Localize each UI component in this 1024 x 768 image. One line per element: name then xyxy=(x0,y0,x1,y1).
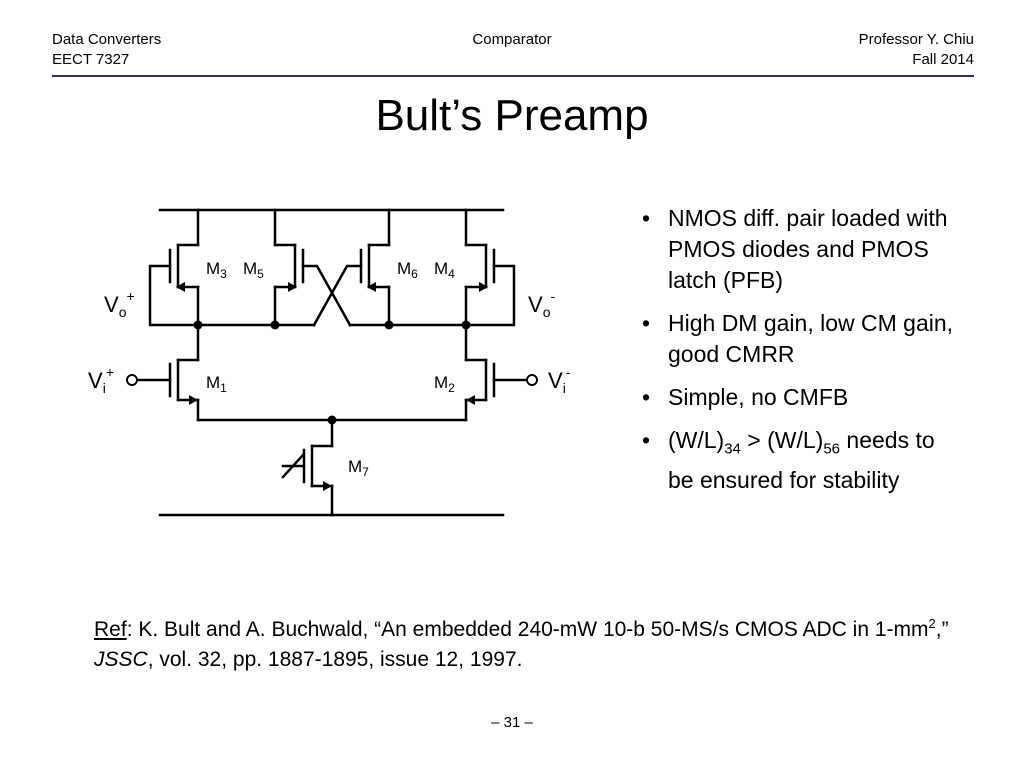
journal-name: JSSC xyxy=(94,648,148,671)
bullet-marker: • xyxy=(642,310,651,336)
label-vi-plus: Vi+ xyxy=(88,364,114,396)
header-left: Data Converters EECT 7327 xyxy=(52,30,161,70)
label-m1: M1 xyxy=(206,373,227,395)
page-number: – 31 – xyxy=(491,714,533,731)
bullet-text: NMOS diff. pair loaded with PMOS diodes … xyxy=(668,205,948,293)
label-m7: M7 xyxy=(348,457,369,479)
course-code: EECT 7327 xyxy=(52,51,130,68)
slide-title: Bult’s Preamp xyxy=(375,91,649,140)
header-right: Professor Y. Chiu Fall 2014 xyxy=(859,30,974,70)
label-m4: M4 xyxy=(434,259,455,281)
label-m5: M5 xyxy=(243,259,264,281)
bullet-text: Simple, no CMFB xyxy=(668,384,849,410)
reference-citation: Ref: K. Bult and A. Buchwald, “An embedd… xyxy=(94,616,949,671)
label-vo-minus: Vo- xyxy=(528,288,555,320)
label-vi-minus: Vi- xyxy=(548,364,571,396)
bullet-text: (W/L)34 > (W/L)56 needs to be ensured fo… xyxy=(668,427,935,493)
bullet-item: • Simple, no CMFB xyxy=(640,382,960,413)
header-rule xyxy=(52,75,974,77)
author-name: Professor Y. Chiu xyxy=(858,31,974,48)
bullet-item: • (W/L)34 > (W/L)56 needs to be ensured f… xyxy=(640,425,960,496)
header-topic: Comparator xyxy=(472,31,552,48)
bullet-text: High DM gain, low CM gain, good CMRR xyxy=(668,310,954,367)
label-vo-plus: Vo+ xyxy=(104,288,135,320)
label-m2: M2 xyxy=(434,373,455,395)
bullet-marker: • xyxy=(642,384,651,410)
reference-label: Ref xyxy=(94,618,127,641)
bullet-list: • NMOS diff. pair loaded with PMOS diodes… xyxy=(640,203,960,508)
bullet-marker: • xyxy=(642,205,651,231)
course-name: Data Converters xyxy=(52,31,162,48)
label-m6: M6 xyxy=(397,259,418,281)
term: Fall 2014 xyxy=(912,51,974,68)
bullet-marker: • xyxy=(642,427,651,453)
bullet-item: • High DM gain, low CM gain, good CMRR xyxy=(640,308,960,370)
label-m3: M3 xyxy=(206,259,227,281)
bullet-item: • NMOS diff. pair loaded with PMOS diodes… xyxy=(640,203,960,296)
